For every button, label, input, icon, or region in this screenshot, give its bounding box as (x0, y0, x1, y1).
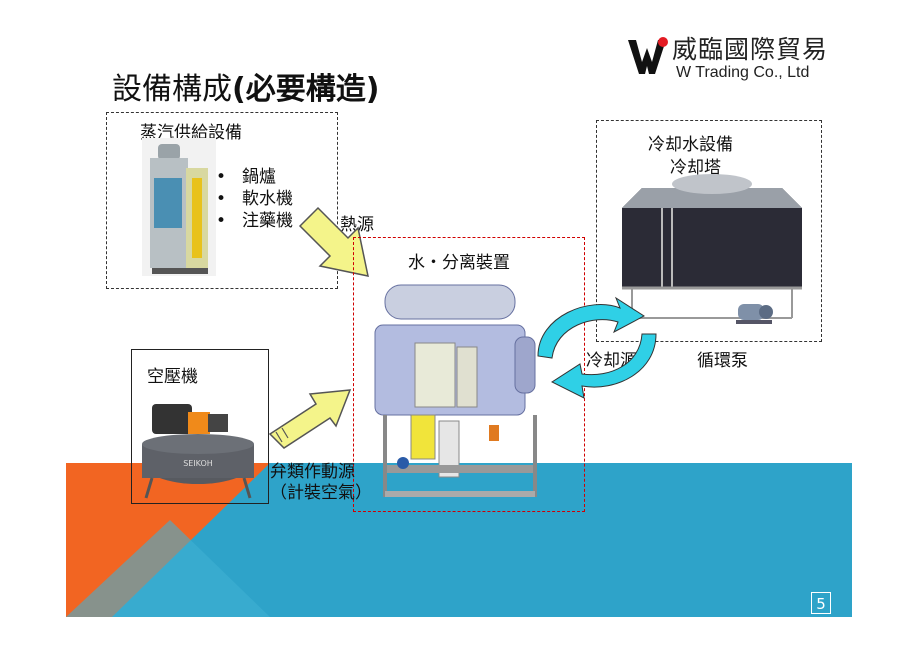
nameplate-text: SEIKOH (183, 459, 213, 468)
title-main: 設備構成 (112, 72, 232, 107)
heat-arrow-icon (298, 206, 369, 277)
pump-icon (736, 304, 773, 324)
company-logo-icon (628, 37, 668, 74)
compressor-box (131, 349, 269, 504)
company-name: 威臨國際貿易 (672, 35, 829, 64)
boiler-image-icon (142, 138, 216, 276)
separator-machine-icon (374, 284, 537, 497)
separator-title: 水・分离裝置 (408, 253, 510, 273)
circulation-arrows-icon (537, 296, 657, 399)
cooling-water-box (596, 120, 822, 342)
cooling-title-2: 冷却塔 (670, 158, 721, 178)
valve-source-label-2: （計裝空氣） (270, 483, 372, 503)
air-arrow-icon (268, 389, 352, 449)
page-number: 5 (811, 592, 831, 614)
air-compressor-icon: SEIKOH (142, 404, 254, 499)
list-item: 鍋爐 (216, 166, 293, 188)
list-item: 軟水機 (216, 188, 293, 210)
title-paren: (必要構造) (232, 72, 380, 107)
list-item: 注藥機 (216, 210, 293, 232)
compressor-title: 空壓機 (147, 367, 198, 387)
company-name-english: W Trading Co., Ltd (676, 64, 810, 81)
heat-source-label: 熱源 (340, 215, 374, 235)
slide-title: 設備構成(必要構造) (112, 64, 379, 108)
cooling-title-1: 冷却水設備 (648, 135, 733, 155)
steam-supply-list: 鍋爐 軟水機 注藥機 (216, 166, 293, 232)
steam-supply-box (106, 112, 338, 289)
pump-label: 循環泵 (697, 351, 748, 371)
cooling-tower-icon (622, 174, 802, 319)
valve-source-label-1: 弁類作動源 (270, 462, 355, 482)
